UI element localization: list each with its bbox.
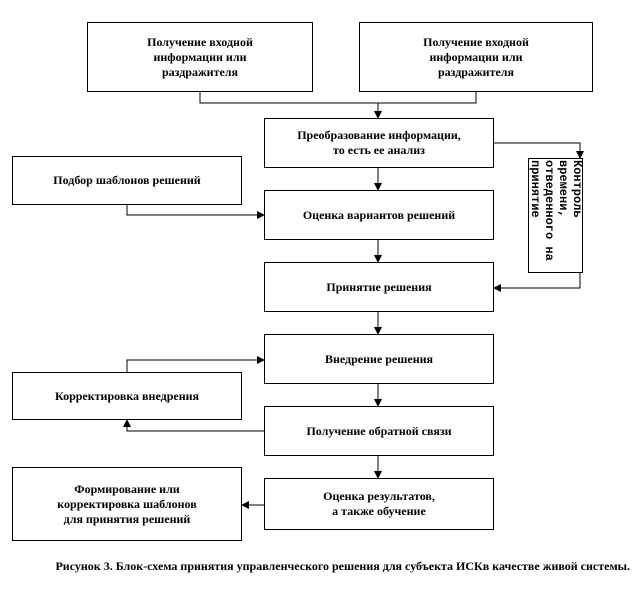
node-input-1-label: Получение входной информации или раздраж… [147,34,253,79]
node-implement: Внедрение решения [264,334,494,384]
node-input-1: Получение входной информации или раздраж… [87,22,313,92]
node-transform-label: Преобразование информации, то есть ее ан… [297,128,461,157]
node-input-2-label: Получение входной информации или раздраж… [423,34,529,79]
node-form-templates: Формирование или корректировка шаблонов … [12,467,242,541]
edge-timecontrol-to-decision [493,273,581,292]
node-time-control: Контроль времени, отведенного на приняти… [527,158,584,273]
node-decision-label: Принятие решения [326,279,432,294]
node-results-label: Оценка результатов, а также обучение [323,489,435,518]
node-implement-label: Внедрение решения [324,351,434,366]
node-feedback-label: Получение обратной связи [306,423,452,438]
edge-feedback-to-correction [123,419,264,432]
node-feedback: Получение обратной связи [264,406,494,456]
node-templates-label: Подбор шаблонов решений [53,173,201,187]
node-input-2: Получение входной информации или раздраж… [359,22,593,92]
node-templates: Подбор шаблонов решений [12,156,242,205]
edge-transform-to-timecontrol [492,142,584,159]
edge-templates-to-evaluate [126,205,265,219]
node-evaluate: Оценка вариантов решений [264,190,494,240]
node-evaluate-label: Оценка вариантов решений [302,207,456,222]
node-decision: Принятие решения [264,262,494,312]
node-results: Оценка результатов, а также обучение [264,478,494,530]
figure-caption: Рисунок 3. Блок-схема принятия управленч… [55,559,630,573]
node-form-templates-label: Формирование или корректировка шаблонов … [57,481,197,526]
edge-correction-to-implement [126,356,265,372]
node-transform: Преобразование информации, то есть ее ан… [264,118,494,168]
node-correction-label: Корректировка внедрения [54,388,200,403]
node-correction: Корректировка внедрения [12,372,242,420]
node-time-control-label: Контроль времени, отведенного на приняти… [527,159,584,261]
edge-input1-to-merge [199,92,477,104]
